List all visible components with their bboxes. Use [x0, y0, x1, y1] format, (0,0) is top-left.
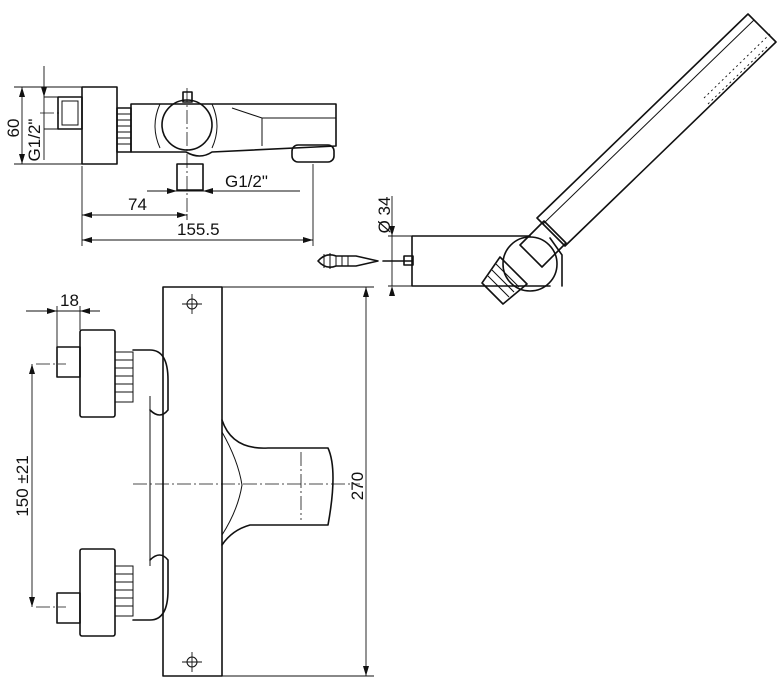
label-offset-74: 74 — [128, 195, 147, 214]
top-view — [40, 86, 337, 214]
top-mixer-body — [130, 103, 337, 157]
dim-height-60: 60 — [4, 86, 86, 165]
dim-flange-18: 18 — [26, 291, 100, 350]
holder-wall-plug — [317, 253, 414, 269]
front-view — [36, 286, 360, 677]
bottom-mounting-hole — [182, 652, 202, 672]
label-holder-diameter: Ø 34 — [375, 197, 394, 234]
label-inlet-centers: 150 ±21 — [13, 455, 32, 516]
label-height-270: 270 — [348, 472, 367, 500]
top-spout-outlet — [291, 144, 335, 163]
shower-collar — [519, 220, 567, 268]
label-height-60: 60 — [4, 119, 23, 138]
shower-handle — [536, 13, 777, 247]
holder-swivel — [502, 236, 558, 292]
hand-shower — [481, 13, 777, 305]
label-depth-155: 155.5 — [177, 220, 220, 239]
upper-inlet — [36, 329, 169, 418]
top-mounting-hole — [182, 294, 202, 314]
label-flange-18: 18 — [60, 291, 79, 310]
lower-inlet — [36, 548, 169, 637]
front-spout — [221, 419, 334, 546]
shower-hose-thread — [481, 256, 528, 305]
holder-body — [411, 235, 551, 287]
dim-holder-diameter: Ø 34 — [375, 196, 414, 296]
dim-depth-155: 155.5 — [82, 164, 314, 246]
spray-nozzles — [703, 31, 773, 105]
dim-thread-outlet: G1/2" — [147, 172, 300, 194]
dim-thread-side: G1/2" — [25, 66, 58, 161]
top-outlet-connector — [176, 163, 204, 191]
label-thread-outlet: G1/2" — [225, 172, 268, 191]
front-mixer-body — [162, 286, 223, 677]
dim-offset-74: 74 — [81, 166, 188, 246]
top-threaded-connector — [116, 107, 132, 153]
top-wall-flange — [81, 86, 118, 165]
label-thread-side: G1/2" — [25, 119, 44, 162]
dim-inlet-centers: 150 ±21 — [13, 364, 35, 607]
dim-height-270: 270 — [222, 286, 374, 677]
